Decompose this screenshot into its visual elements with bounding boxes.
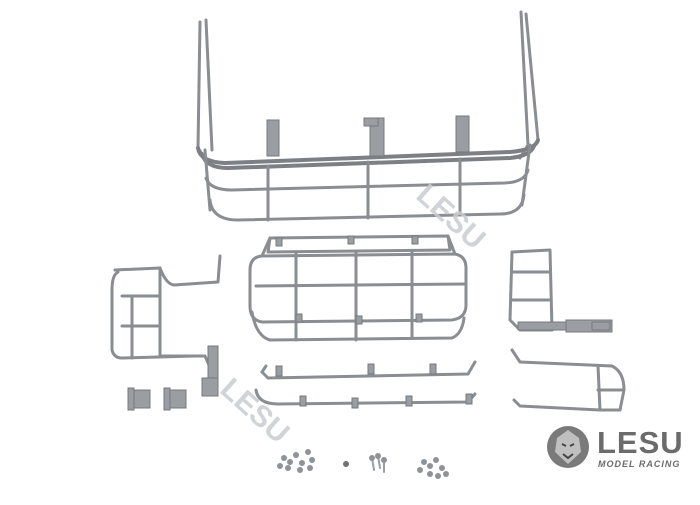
brand-logo: LESU MODEL RACING (545, 424, 693, 474)
brand-wordmark: LESU (597, 425, 684, 460)
ladder-lower-right (510, 348, 626, 412)
screw-set (277, 449, 449, 479)
lion-head-logo-icon (547, 426, 589, 468)
brand-tagline: MODEL RACING (598, 459, 681, 469)
ladder-right (508, 248, 613, 333)
roof-rack-basket (248, 234, 468, 342)
rear-guard-frame (196, 10, 540, 222)
side-rail-upper (260, 360, 477, 380)
mount-brackets (127, 345, 219, 411)
side-rail-lower (254, 388, 477, 409)
ladder-left (110, 254, 222, 374)
